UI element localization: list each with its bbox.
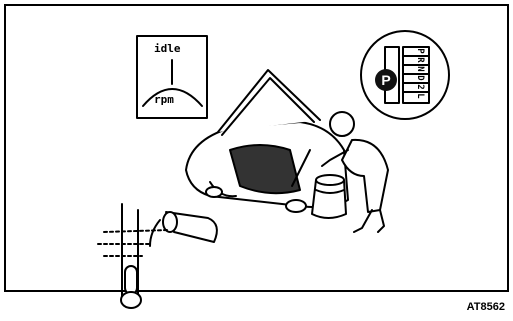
beaker-pouring bbox=[150, 212, 217, 246]
gear-label: L bbox=[415, 90, 425, 102]
shift-indicator bbox=[361, 31, 449, 119]
gauge-top-label: idle bbox=[154, 42, 181, 55]
bucket bbox=[312, 175, 346, 218]
figure-code: AT8562 bbox=[467, 301, 505, 313]
gauge-bottom-label: rpm bbox=[154, 93, 174, 106]
liquid-and-dipstick bbox=[98, 204, 168, 308]
park-badge: P bbox=[375, 69, 397, 91]
